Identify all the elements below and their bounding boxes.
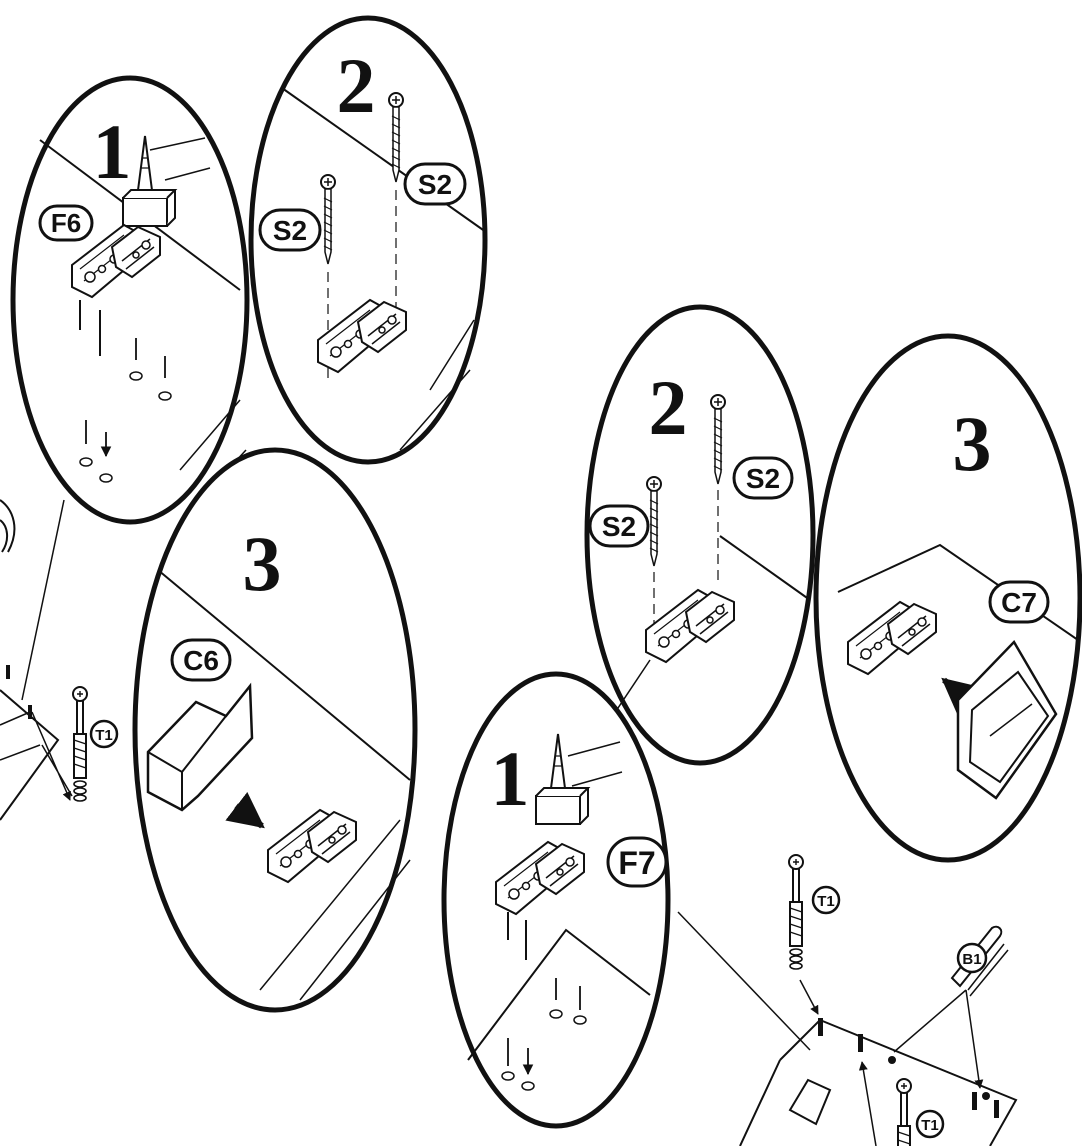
part-tag-c7: C7 [988, 580, 1050, 624]
part-tag-f6: F6 [38, 204, 94, 242]
svg-text:S2: S2 [418, 169, 452, 200]
step-number: 3 [953, 400, 992, 487]
svg-text:S2: S2 [273, 215, 307, 246]
svg-text:S2: S2 [602, 511, 636, 542]
svg-text:C7: C7 [1001, 587, 1037, 618]
svg-text:B1: B1 [962, 951, 981, 968]
left-step1-circle: 1 F6 [10, 75, 250, 525]
right-board: T1 T1 B1 [677, 854, 1018, 1146]
part-tag-s2-a: S2 [732, 456, 794, 500]
left-board-fragment: T1 [0, 499, 119, 821]
clip-cover-icon [956, 639, 1058, 800]
left-step3-circle: 3 C6 [132, 447, 418, 1013]
right-step2-circle: 2 S2 S2 [584, 304, 816, 766]
svg-text:F7: F7 [618, 845, 655, 881]
step-number: 3 [243, 520, 282, 607]
left-step2-circle: 2 S2 S2 [248, 15, 488, 465]
dowel-icon [72, 686, 88, 802]
part-tag-t1-bottom: T1 [915, 1109, 945, 1139]
part-tag-s2-b: S2 [258, 208, 322, 252]
step-number: 1 [93, 108, 132, 195]
part-tag-s2-a: S2 [403, 162, 467, 206]
svg-text:C6: C6 [183, 645, 219, 676]
part-tag-s2-b: S2 [588, 504, 650, 548]
step-number: 1 [491, 735, 530, 822]
right-step1-circle: 1 F7 [441, 671, 671, 1129]
svg-text:T1: T1 [921, 1117, 939, 1134]
part-tag-t1-left: T1 [89, 719, 119, 749]
svg-text:S2: S2 [746, 463, 780, 494]
dowel-icon [896, 1078, 912, 1146]
dowel-icon [788, 854, 804, 970]
part-tag-b1: B1 [956, 942, 988, 974]
step-number: 2 [337, 42, 376, 129]
clip-cover-icon [146, 682, 254, 812]
svg-text:T1: T1 [817, 893, 835, 910]
part-tag-f7: F7 [606, 836, 668, 888]
svg-text:F6: F6 [51, 208, 81, 238]
part-tag-c6: C6 [170, 638, 232, 682]
step-number: 2 [649, 364, 688, 451]
part-tag-t1-top: T1 [811, 885, 841, 915]
svg-text:T1: T1 [95, 727, 113, 744]
right-step3-circle: 3 C7 [813, 333, 1082, 863]
